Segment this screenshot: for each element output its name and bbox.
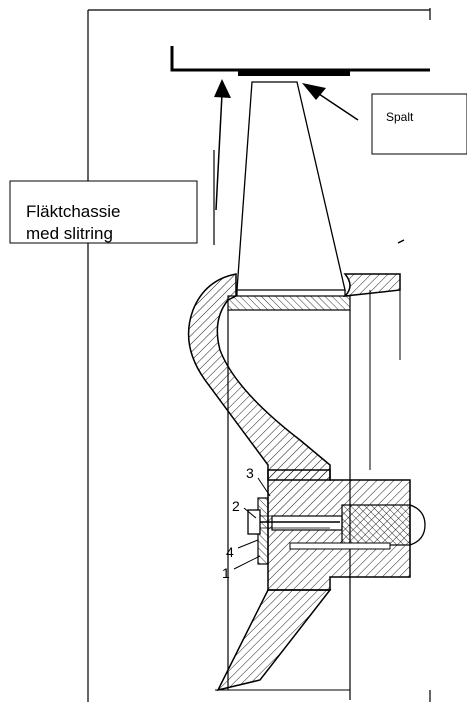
part-number-4: 4: [226, 544, 234, 560]
gap-label-box: Spalt: [371, 93, 467, 155]
gap-arrow: [302, 83, 359, 121]
fan-housing-section: [187, 273, 426, 700]
wear-ring-cone: [236, 81, 346, 296]
part-number-labels: 3 2 4 1: [222, 465, 254, 581]
chassis-label-box: Fläktchassie med slitring: [9, 150, 215, 245]
chassis-arrow: [214, 79, 231, 211]
drawing-mark: [397, 239, 405, 244]
gap-label: Spalt: [386, 110, 414, 124]
part-number-3: 3: [246, 465, 254, 481]
part-leaders: [233, 477, 271, 570]
part-number-1: 1: [222, 565, 230, 581]
chassis-label-line1: Fläktchassie: [26, 202, 120, 221]
bolt-assembly: [247, 497, 340, 565]
page-frame: [87, 8, 431, 702]
part-number-2: 2: [232, 498, 240, 514]
chassis-label-line2: med slitring: [26, 224, 113, 243]
fan-chassis-plate: [170, 46, 430, 76]
